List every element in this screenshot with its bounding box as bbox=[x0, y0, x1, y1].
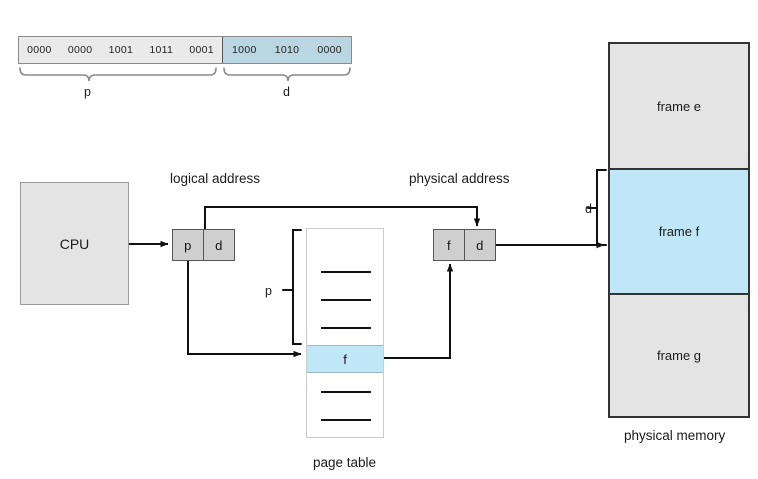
page-table-bracket-label: p bbox=[265, 284, 272, 298]
bit-nibble: 0001 bbox=[189, 44, 214, 56]
bit-nibble: 0000 bbox=[317, 44, 342, 56]
logical-address-box: p d bbox=[172, 229, 235, 261]
logical-address-offset-cell: d bbox=[215, 237, 223, 253]
logical-address-page-cell: p bbox=[173, 230, 204, 260]
bit-strip-page-segment: 0000 0000 1001 1011 0001 bbox=[19, 37, 223, 63]
offset-passthrough-arrow bbox=[204, 206, 481, 229]
bit-strip-offset-brace bbox=[223, 67, 351, 82]
page-number-to-page-table-arrow bbox=[187, 261, 302, 358]
bit-nibble: 1010 bbox=[274, 44, 300, 56]
physical-memory-caption: physical memory bbox=[624, 428, 726, 443]
page-table-entry-dash bbox=[321, 271, 371, 273]
physical-address-offset-cell: d bbox=[476, 237, 484, 253]
logical-address-bit-strip: 0000 0000 1001 1011 0001 1000 1010 0000 bbox=[18, 36, 352, 64]
page-table-selected-entry: f bbox=[307, 345, 383, 373]
bit-strip-page-brace-label: p bbox=[84, 85, 91, 99]
memory-frame: frame g bbox=[610, 295, 748, 416]
bit-nibble: 1001 bbox=[108, 44, 134, 56]
logical-address-label: logical address bbox=[170, 171, 261, 186]
bit-strip-offset-segment: 1000 1010 0000 bbox=[223, 37, 351, 63]
bit-nibble: 1011 bbox=[149, 44, 174, 56]
bit-nibble: 1000 bbox=[232, 44, 257, 56]
physical-address-box: f d bbox=[433, 229, 496, 261]
page-table-caption: page table bbox=[313, 455, 377, 470]
bit-nibble: 0000 bbox=[67, 44, 93, 56]
cpu-box: CPU bbox=[20, 182, 129, 305]
physical-memory-offset-bracket-label: d bbox=[585, 202, 592, 216]
page-table-entry-dash bbox=[321, 391, 371, 393]
frame-number-to-physical-address-arrow bbox=[384, 263, 454, 359]
page-table-box: f bbox=[306, 228, 384, 438]
page-table-entry-dash bbox=[321, 327, 371, 329]
bit-nibble: 0000 bbox=[27, 44, 52, 56]
bit-strip-offset-brace-label: d bbox=[283, 85, 290, 99]
page-table-p-bracket bbox=[282, 229, 302, 345]
page-table-entry-dash bbox=[321, 299, 371, 301]
page-table-entry-dash bbox=[321, 419, 371, 421]
physical-address-label: physical address bbox=[409, 171, 510, 186]
memory-frame: frame e bbox=[610, 44, 748, 170]
bit-strip-page-brace bbox=[19, 67, 217, 82]
physical-address-frame-cell: f bbox=[434, 230, 465, 260]
memory-frame-highlighted: frame f bbox=[610, 170, 748, 295]
physical-memory-box: frame e frame f frame g bbox=[608, 42, 750, 418]
